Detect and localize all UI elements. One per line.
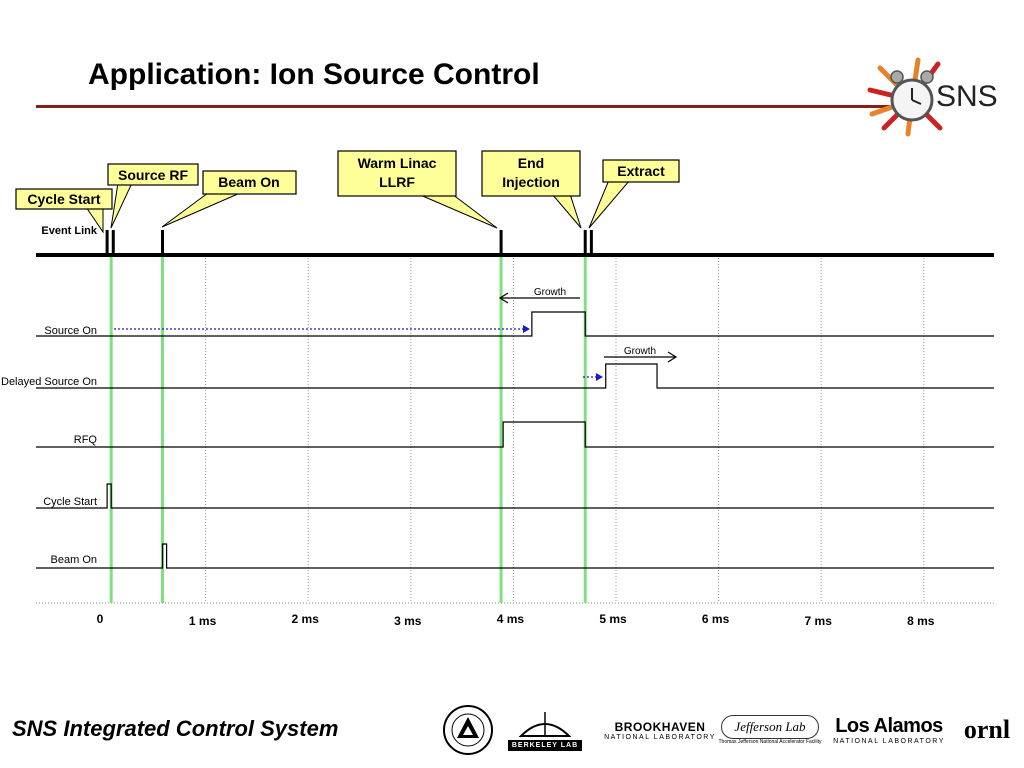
time-tick-label-5: 5 ms (599, 612, 627, 626)
callout-cycle-start-text: Cycle Start (27, 191, 100, 207)
signal-traces: Source On Delayed Source On RFQ Cycle Start… (1, 311, 994, 569)
delay-arrow-delayed-source-on (583, 373, 603, 381)
title-rule (36, 105, 894, 108)
callout-end-injection-line2: Injection (502, 174, 560, 190)
time-tick-label-1: 1 ms (189, 614, 217, 628)
event-callouts: Cycle Start Source RF Beam On Warm Linac… (15, 150, 680, 234)
berkeley-lab-text: BERKELEY LAB (507, 739, 583, 751)
signal-trace-cycle-start (36, 483, 994, 509)
callout-warm-linac-llrf: Warm Linac LLRF (337, 150, 498, 229)
signal-label-delayed-source-on: Delayed Source On (1, 376, 97, 388)
slide-title: Application: Ion Source Control (88, 58, 540, 91)
time-tick-label-7: 7 ms (805, 614, 833, 628)
sns-logo-text: SNS (936, 80, 998, 113)
argonne-emblem-icon (443, 705, 493, 755)
ornl-logo: ornl (956, 702, 1018, 758)
growth-annotation-1: Growth (498, 287, 580, 304)
signal-label-cycle-start: Cycle Start (43, 496, 97, 508)
time-tick-labels: 0 1 ms 2 ms 3 ms 4 ms 5 ms 6 ms 7 ms 8 ms (97, 612, 935, 628)
sns-logo: SNS (867, 57, 998, 137)
argonne-logo (440, 702, 496, 758)
brookhaven-logo: BROOKHAVEN NATIONAL LABORATORY (604, 702, 714, 758)
event-link-label: Event Link (41, 225, 98, 237)
event-markers (105, 230, 593, 255)
signal-trace-beam-on (36, 543, 994, 569)
timing-diagram: SNS Event Link Source On Delayed Source O… (1, 57, 998, 628)
berkeley-dome-icon (518, 711, 572, 737)
delay-arrow-source-on (114, 325, 530, 333)
callout-end-injection-line1: End (518, 155, 544, 171)
jefferson-lab-text: Jefferson Lab (721, 715, 819, 739)
time-grid (205, 258, 925, 603)
signal-trace-source-on (36, 311, 994, 337)
callout-end-injection: End Injection (481, 150, 582, 229)
callout-extract-text: Extract (617, 163, 665, 179)
signal-trace-delayed-source-on (36, 363, 994, 389)
time-tick-label-0: 0 (97, 612, 104, 626)
callout-beam-on-text: Beam On (218, 174, 279, 190)
signal-label-rfq: RFQ (74, 434, 98, 446)
time-tick-label-3: 3 ms (394, 614, 422, 628)
callout-extract: Extract (588, 159, 680, 229)
callout-source-rf: Source RF (107, 163, 199, 229)
ornl-text: ornl (963, 715, 1011, 744)
event-timing-lines (109, 257, 587, 603)
growth-label-1: Growth (534, 287, 566, 298)
callout-warm-linac-llrf-line2: LLRF (379, 174, 415, 190)
callout-cycle-start: Cycle Start (15, 188, 113, 234)
footer-title: SNS Integrated Control System (12, 716, 339, 741)
callout-beam-on: Beam On (161, 170, 297, 228)
time-tick-label-4: 4 ms (497, 612, 525, 626)
signal-label-beam-on: Beam On (51, 554, 97, 566)
signal-label-source-on: Source On (44, 325, 97, 337)
signal-trace-rfq (36, 421, 994, 448)
time-tick-label-6: 6 ms (702, 612, 730, 626)
brookhaven-sub: NATIONAL LABORATORY (604, 733, 716, 741)
jefferson-lab-logo: Jefferson Lab Thomas Jefferson National … (718, 702, 822, 758)
berkeley-lab-logo: BERKELEY LAB (507, 702, 583, 758)
los-alamos-sub: NATIONAL LABORATORY (833, 738, 945, 745)
time-tick-label-8: 8 ms (907, 614, 935, 628)
los-alamos-text: Los Alamos (835, 715, 943, 737)
growth-label-2: Growth (624, 346, 656, 357)
brookhaven-text: BROOKHAVEN (614, 719, 706, 734)
growth-annotation-2: Growth (604, 346, 678, 363)
los-alamos-logo: Los Alamos NATIONAL LABORATORY (833, 702, 945, 758)
callout-source-rf-text: Source RF (118, 167, 188, 183)
time-tick-label-2: 2 ms (292, 612, 320, 626)
jefferson-lab-sub: Thomas Jefferson National Accelerator Fa… (718, 739, 822, 745)
callout-warm-linac-llrf-line1: Warm Linac (358, 155, 437, 171)
